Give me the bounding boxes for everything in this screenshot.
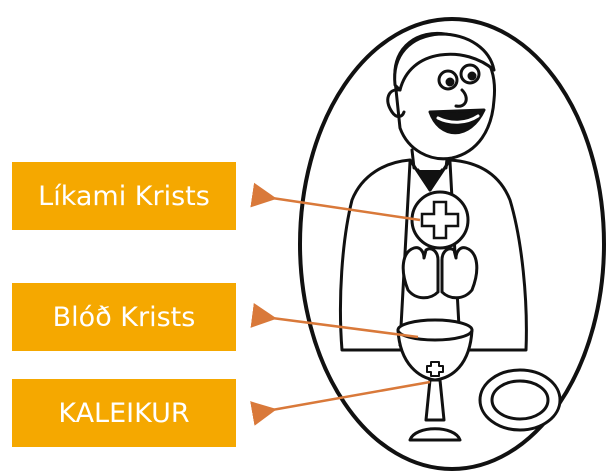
host-wafer xyxy=(412,192,468,248)
paten-plate xyxy=(480,370,560,430)
